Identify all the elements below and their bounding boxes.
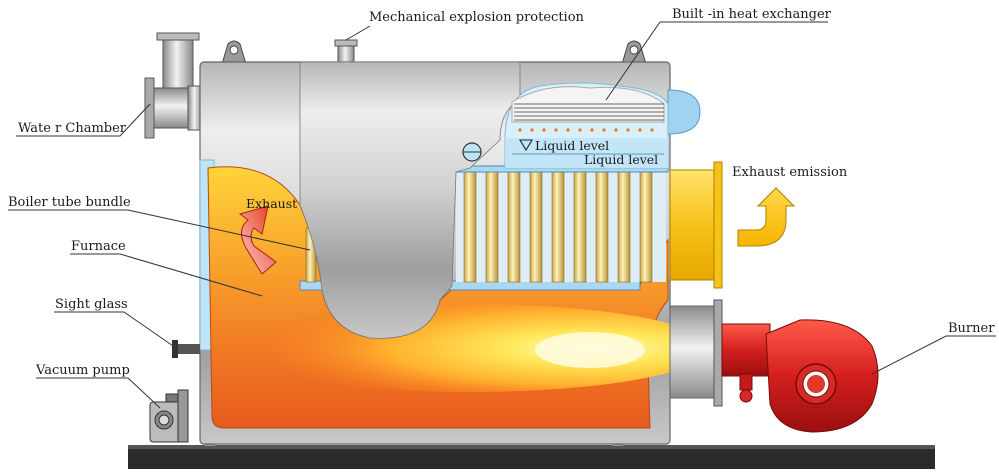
- exhaust-duct: [669, 161, 723, 289]
- label-sight-glass: Sight glass: [55, 297, 128, 312]
- label-built-in-heat-exchanger: Built -in heat exchanger: [672, 7, 832, 22]
- built-in-heat-exchanger: [504, 82, 669, 169]
- label-exhaust-emission: Exhaust emission: [732, 165, 848, 180]
- boiler-tube-bundle: [455, 165, 669, 283]
- leader-boiler-tube: [8, 209, 311, 251]
- lifting-lug-left: [221, 40, 247, 65]
- lifting-lug-right: [621, 40, 647, 65]
- flame-core: [535, 332, 645, 368]
- heat-exchanger-cap: [667, 89, 701, 135]
- burner-flange: [669, 299, 723, 407]
- vacuum-pump: [149, 389, 189, 443]
- exhaust-emission-arrow-icon: [737, 187, 796, 247]
- label-vacuum-pump: Vacuum pump: [35, 363, 130, 378]
- explosion-protection-nozzle: [334, 39, 358, 65]
- vacuum-chamber-shell: [299, 61, 521, 339]
- leader-vacuum-pump: [36, 377, 161, 409]
- label-burner: Burner: [948, 321, 995, 336]
- label-boiler-tube-bundle: Boiler tube bundle: [8, 195, 131, 210]
- burner: [721, 319, 879, 433]
- leader-furnace: [70, 253, 263, 297]
- water-chamber-pipe: [144, 32, 203, 139]
- label-mechanical-explosion-protection: Mechanical explosion protection: [369, 10, 585, 25]
- liquid-level-triangle-icon: [519, 139, 533, 152]
- label-exhaust: Exhaust: [246, 196, 297, 211]
- leader-water-chamber: [16, 103, 151, 137]
- base-skid: [128, 447, 935, 469]
- label-water-chamber: Wate r Chamber: [18, 121, 127, 136]
- exhaust-arrow-icon: [238, 205, 277, 275]
- leader-explosion: [345, 25, 371, 41]
- leader-heat-exchanger: [605, 21, 661, 101]
- leader-burner: [871, 335, 996, 375]
- label-furnace: Furnace: [71, 239, 126, 254]
- sight-glass: [172, 340, 200, 358]
- level-gauge-icon: [462, 142, 482, 162]
- leader-sight-glass: [54, 311, 177, 349]
- label-liquid-level-2: Liquid level: [584, 152, 658, 167]
- label-liquid-level-1: Liquid level: [535, 138, 609, 153]
- base-skid-top: [128, 445, 935, 449]
